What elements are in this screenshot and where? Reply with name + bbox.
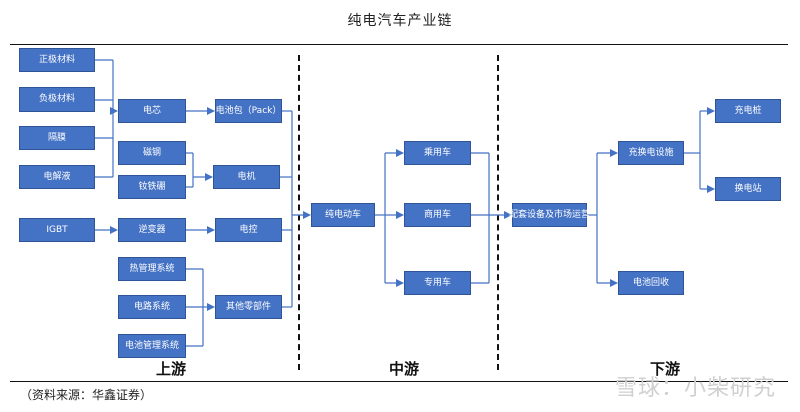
diagram-title: 纯电汽车产业链 bbox=[347, 13, 453, 29]
bottom-rule bbox=[10, 381, 788, 382]
node-bev: 纯电动车 bbox=[311, 203, 375, 227]
node-commercial-car: 商用车 bbox=[404, 203, 471, 227]
node-battery-recycling: 电池回收 bbox=[618, 271, 684, 295]
node-motor: 电机 bbox=[213, 165, 280, 189]
node-supporting-operations: 配套设备及市场运营 bbox=[509, 203, 590, 227]
watermark-text: 雪球：小柴研究 bbox=[614, 376, 776, 401]
source-note: （资料来源：华鑫证券） bbox=[20, 388, 153, 402]
midstream-downstream-divider bbox=[497, 55, 499, 370]
node-thermal-management: 热管理系统 bbox=[118, 257, 186, 281]
node-circuit-system: 电路系统 bbox=[118, 295, 186, 319]
node-cell: 电芯 bbox=[118, 99, 186, 123]
section-label-upstream: 上游 bbox=[156, 360, 187, 378]
node-separator: 隔膜 bbox=[19, 126, 95, 150]
node-electric-control: 电控 bbox=[215, 218, 282, 242]
node-bms: 电池管理系统 bbox=[118, 334, 186, 358]
node-special-car: 专用车 bbox=[404, 271, 471, 295]
section-label-midstream: 中游 bbox=[389, 360, 420, 378]
node-igbt: IGBT bbox=[19, 218, 95, 242]
upstream-midstream-divider bbox=[298, 55, 300, 370]
node-electrolyte: 电解液 bbox=[19, 165, 95, 189]
node-other-parts: 其他零部件 bbox=[215, 295, 282, 319]
section-label-downstream: 下游 bbox=[650, 360, 681, 378]
node-passenger-car: 乘用车 bbox=[404, 141, 471, 165]
top-rule bbox=[10, 44, 788, 45]
node-magnetic-steel: 磁钢 bbox=[118, 141, 186, 165]
node-anode: 负极材料 bbox=[19, 87, 95, 112]
node-charging-swap-facilities: 充换电设施 bbox=[618, 141, 684, 165]
node-cathode: 正极材料 bbox=[19, 48, 95, 72]
node-swap-station: 换电站 bbox=[715, 177, 781, 201]
node-ndfeb: 钕铁硼 bbox=[118, 175, 186, 199]
node-inverter: 逆变器 bbox=[118, 218, 186, 242]
node-battery-pack: 电池包（Pack） bbox=[215, 99, 282, 123]
node-charging-pile: 充电桩 bbox=[715, 99, 781, 123]
